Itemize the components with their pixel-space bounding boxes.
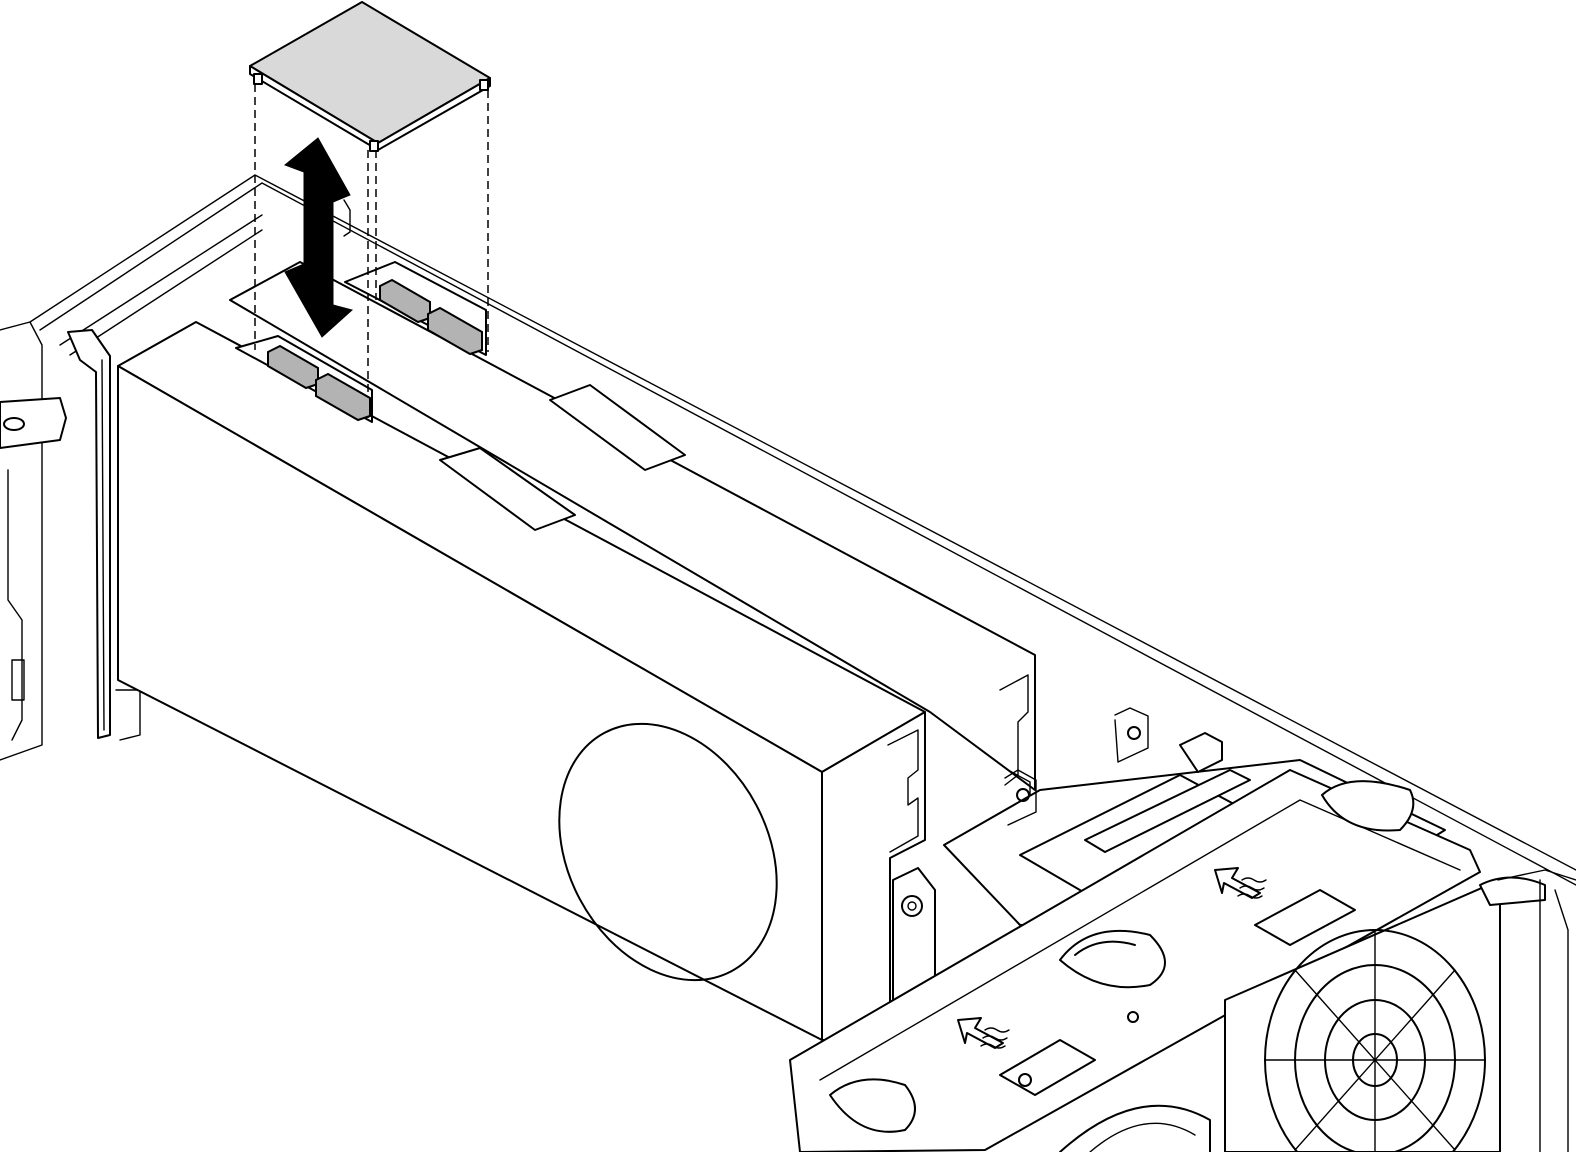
- gpu-mount-screw-icon: [901, 895, 923, 917]
- fan-handle-4: [1479, 876, 1546, 906]
- chassis-left-hole: [3, 417, 25, 431]
- gpu-mount-screw-center: [907, 901, 917, 911]
- fan-handle-3: [1321, 780, 1415, 832]
- arrow-side-highlight: [343, 199, 351, 237]
- fan-handle-2: [829, 1078, 916, 1133]
- fan-screw-1: [1018, 1073, 1032, 1087]
- fan-handle-1: [1059, 929, 1166, 989]
- fan-screw-2: [1127, 1011, 1139, 1023]
- bridge-pin-left: [253, 73, 263, 85]
- fan-grille-right: [1224, 879, 1501, 1152]
- chassis-left-wall: [0, 321, 43, 761]
- fan-cage-assembly: [789, 707, 1576, 1152]
- riser-edge-2: [69, 229, 263, 356]
- bridge-pin-right: [479, 79, 489, 91]
- airflow-arrow-icon: [1214, 867, 1267, 899]
- nvlink-bridge: [249, 1, 491, 152]
- fan-label-1: [1254, 889, 1356, 946]
- fan-handle-1-inner: [1074, 940, 1136, 956]
- gpu-fan-outline: [558, 722, 778, 982]
- chassis-left-latch: [11, 659, 25, 701]
- bracket-screw-1: [1127, 726, 1141, 740]
- bridge-connectors: [267, 278, 483, 422]
- gpu-front-end-face: [821, 711, 926, 1041]
- pcie-bracket-foot: [115, 689, 141, 741]
- airflow-arrow-head-2: [957, 1017, 1004, 1049]
- gpu-end-notch: [887, 729, 919, 853]
- airflow-wave-2: [980, 1027, 1010, 1049]
- chassis-right-edge: [1554, 889, 1569, 1152]
- fan-label-2: [999, 1039, 1096, 1096]
- cage-bracket-1: [1114, 707, 1149, 763]
- pcie-bracket: [67, 329, 111, 739]
- alignment-guides: [254, 84, 489, 418]
- chassis-rail-inner: [39, 182, 1576, 886]
- chassis-left-bracket: [7, 469, 23, 741]
- airflow-arrow-icon: [957, 1017, 1010, 1049]
- pcie-bracket-edge: [101, 359, 105, 731]
- gpu-rear-label: [549, 384, 686, 471]
- server-chassis: [0, 174, 1576, 886]
- fan-grille-left-arc-2: [1089, 1122, 1196, 1152]
- gpu-rear-body: [229, 261, 1036, 791]
- airflow-arrow-head-1: [1214, 867, 1261, 899]
- bridge-top-face: [249, 1, 491, 144]
- chassis-right-post-top: [1497, 869, 1576, 881]
- bidirectional-arrow-icon: [284, 137, 354, 338]
- airflow-wave-1: [1237, 877, 1267, 899]
- fan-grille-spoke-4: [1294, 969, 1456, 1151]
- fan-grille-left-arc: [1059, 1104, 1211, 1152]
- fan-housing-ridge: [819, 799, 1461, 1081]
- cage-bracket-2: [1004, 769, 1037, 826]
- chassis-left-tab: [0, 397, 67, 449]
- cage-latch: [1179, 732, 1223, 773]
- fan-cage-slot: [1084, 769, 1251, 853]
- riser-edge: [59, 214, 263, 346]
- bracket-screw-2: [1016, 788, 1030, 802]
- rear-gpu-connector-2: [427, 306, 483, 356]
- bridge-pin-center: [369, 140, 379, 152]
- gpu-front-label: [439, 447, 576, 531]
- fan-grille-left: [1059, 1104, 1211, 1152]
- front-gpu-connector-2: [315, 372, 371, 422]
- gpu-rear-bracket-notch: [999, 674, 1029, 786]
